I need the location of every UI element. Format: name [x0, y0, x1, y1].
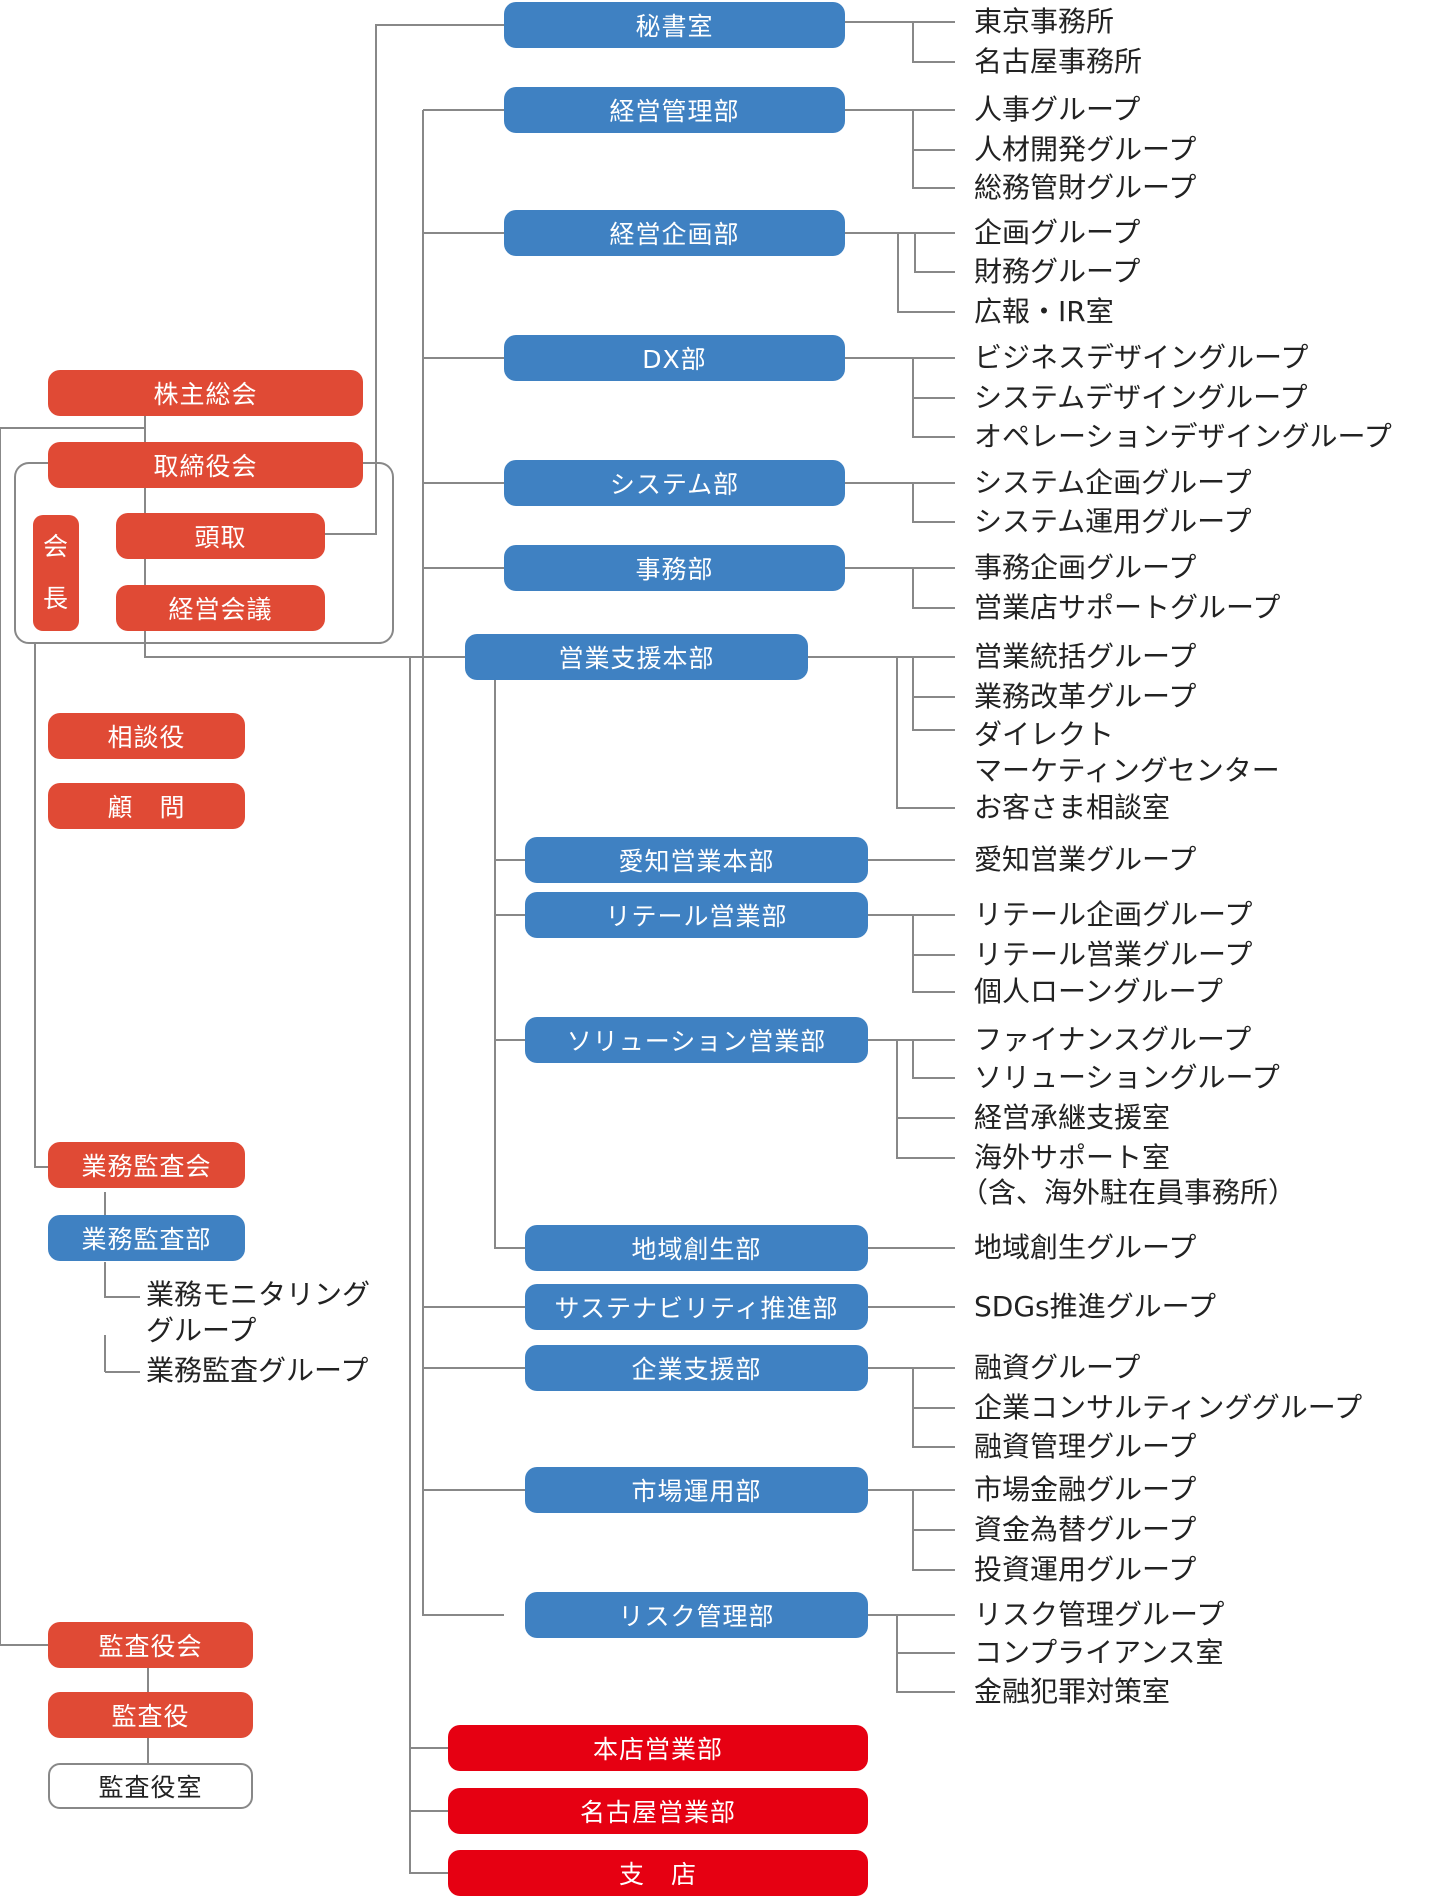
group-13-1: 資金為替グループ [974, 1513, 1197, 1546]
department-box-8: リテール営業部 [525, 892, 868, 938]
department-box-11: サステナビリティ推進部 [525, 1284, 868, 1330]
audit-group-audit: 業務監査グループ [146, 1354, 369, 1387]
group-6-3: マーケティングセンター [974, 754, 1280, 787]
management-committee-box: 経営会議 [116, 585, 325, 631]
department-box-2: 経営企画部 [504, 210, 845, 256]
department-box-13: 市場運用部 [525, 1467, 868, 1513]
counselor-box: 顧 問 [48, 783, 245, 829]
internal-audit-dept-box: 業務監査部 [48, 1215, 245, 1261]
department-box-10: 地域創生部 [525, 1225, 868, 1271]
group-0-0: 東京事務所 [974, 5, 1115, 38]
group-9-1: ソリューショングループ [974, 1061, 1280, 1094]
department-box-12: 企業支援部 [525, 1345, 868, 1391]
group-14-2: 金融犯罪対策室 [974, 1675, 1171, 1708]
group-9-3: 海外サポート室 [974, 1141, 1171, 1174]
chairman-label: 会長 [43, 532, 70, 613]
department-box-9: ソリューション営業部 [525, 1017, 868, 1063]
group-8-0: リテール企画グループ [974, 898, 1253, 931]
group-6-2: ダイレクト [974, 718, 1115, 751]
department-box-7: 愛知営業本部 [525, 837, 868, 883]
group-10-0: 地域創生グループ [974, 1231, 1197, 1264]
group-4-0: システム企画グループ [974, 466, 1252, 499]
department-box-6: 営業支援本部 [465, 634, 808, 680]
group-12-0: 融資グループ [974, 1351, 1141, 1384]
board-of-directors-box: 取締役会 [48, 442, 363, 488]
group-13-0: 市場金融グループ [974, 1473, 1197, 1506]
group-5-1: 営業店サポートグループ [974, 591, 1281, 624]
group-9-4: （含、海外駐在員事務所） [960, 1176, 1297, 1209]
group-13-2: 投資運用グループ [974, 1553, 1197, 1586]
group-6-4: お客さま相談室 [974, 791, 1171, 824]
auditor-office-box: 監査役室 [48, 1763, 253, 1809]
group-1-1: 人材開発グループ [974, 133, 1197, 166]
group-8-1: リテール営業グループ [974, 938, 1253, 971]
group-6-0: 営業統括グループ [974, 640, 1197, 673]
department-box-1: 経営管理部 [504, 87, 845, 133]
group-3-2: オペレーションデザイングループ [974, 420, 1392, 453]
group-2-1: 財務グループ [974, 255, 1141, 288]
president-box: 頭取 [116, 513, 325, 559]
branch-box-0: 本店営業部 [448, 1725, 868, 1771]
group-9-0: ファイナンスグループ [974, 1023, 1252, 1056]
auditor-box: 監査役 [48, 1692, 253, 1738]
group-8-2: 個人ローングループ [974, 975, 1223, 1008]
department-box-5: 事務部 [504, 545, 845, 591]
group-5-0: 事務企画グループ [974, 551, 1197, 584]
group-14-1: コンプライアンス室 [974, 1636, 1224, 1669]
group-6-1: 業務改革グループ [974, 680, 1197, 713]
group-2-0: 企画グループ [974, 216, 1141, 249]
audit-group-monitoring: 業務モニタリング グループ [146, 1278, 371, 1347]
group-3-1: システムデザイングループ [974, 381, 1308, 414]
group-12-2: 融資管理グループ [974, 1430, 1197, 1463]
department-box-3: DX部 [504, 335, 845, 381]
shareholders-meeting-box: 株主総会 [48, 370, 363, 416]
department-box-4: システム部 [504, 460, 845, 506]
group-2-2: 広報・IR室 [974, 295, 1114, 328]
group-11-0: SDGs推進グループ [974, 1290, 1216, 1323]
group-1-0: 人事グループ [974, 93, 1141, 126]
advisors-box: 相談役 [48, 713, 245, 759]
group-1-2: 総務管財グループ [974, 171, 1197, 204]
group-14-0: リスク管理グループ [974, 1598, 1225, 1631]
group-0-1: 名古屋事務所 [974, 45, 1143, 78]
group-4-1: システム運用グループ [974, 505, 1252, 538]
group-9-2: 経営承継支援室 [974, 1101, 1171, 1134]
group-7-0: 愛知営業グループ [974, 843, 1197, 876]
internal-audit-committee-box: 業務監査会 [48, 1142, 245, 1188]
department-box-14: リスク管理部 [525, 1592, 868, 1638]
group-12-1: 企業コンサルティンググループ [974, 1391, 1363, 1424]
audit-board-box: 監査役会 [48, 1622, 253, 1668]
department-box-0: 秘書室 [504, 2, 845, 48]
branch-box-1: 名古屋営業部 [448, 1788, 868, 1834]
branch-box-2: 支 店 [448, 1850, 868, 1896]
group-3-0: ビジネスデザイングループ [974, 341, 1309, 374]
chairman-box: 会長 [33, 515, 79, 631]
